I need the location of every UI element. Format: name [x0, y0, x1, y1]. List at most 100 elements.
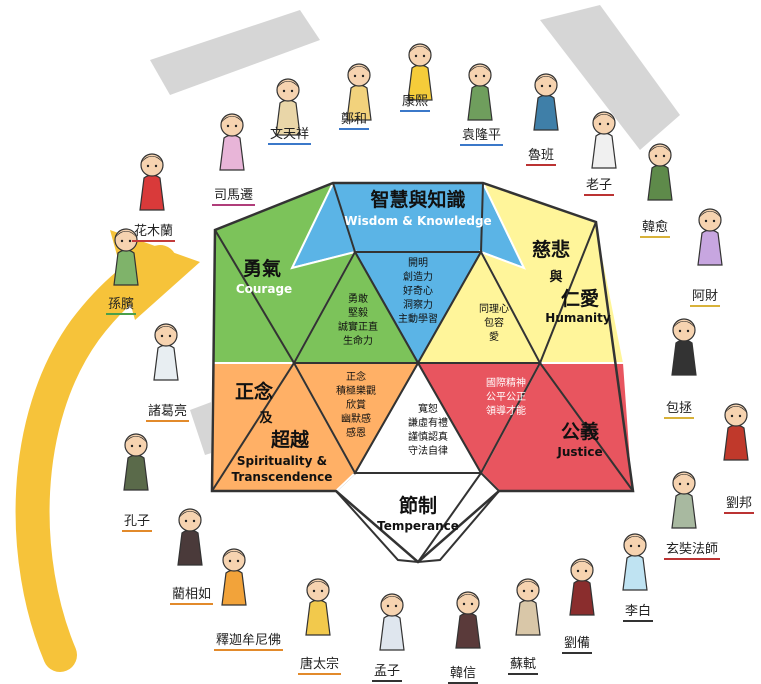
eye-shape	[470, 602, 474, 606]
spirituality-trait-5: 感恩	[346, 426, 366, 439]
head-shape	[534, 73, 558, 97]
robe-shape	[671, 339, 697, 376]
wisdom-trait-4: 洞察力	[403, 298, 433, 311]
eye-shape	[146, 164, 150, 168]
character-illustration-icon	[455, 591, 481, 649]
robe-shape	[533, 94, 559, 131]
humanity-title-en: Humanity	[545, 311, 611, 325]
eye-shape	[540, 84, 544, 88]
eye-shape	[128, 239, 132, 243]
courage-trait-4: 生命力	[343, 334, 373, 347]
figure-zhuge-liang: 諸葛亮	[146, 320, 196, 422]
character-illustration-icon	[346, 63, 372, 121]
eye-shape	[462, 602, 466, 606]
eye-shape	[678, 482, 682, 486]
head-shape	[347, 63, 371, 87]
hair-shape	[277, 81, 299, 88]
justice-trait-2: 公平公正	[486, 392, 526, 403]
humanity-trait-2: 包容	[484, 316, 504, 329]
temperance-trait-3: 謹慎認真	[408, 430, 448, 443]
eye-shape	[598, 122, 602, 126]
courage-title-en: Courage	[236, 282, 292, 296]
eye-shape	[226, 124, 230, 128]
head-shape	[672, 318, 696, 342]
hair-shape	[535, 76, 557, 83]
figure-confucius: 孔子	[116, 430, 162, 532]
character-illustration-icon	[139, 153, 165, 211]
head-shape	[516, 578, 540, 602]
eye-shape	[312, 589, 316, 593]
hair-shape	[221, 116, 243, 123]
figure-liu-bei: 劉備	[562, 555, 602, 665]
justice-trait-3: 領導才能	[486, 404, 526, 417]
character-illustration-icon	[533, 73, 559, 131]
robe-shape	[219, 134, 245, 171]
character-illustration-icon	[591, 111, 617, 169]
robe-shape	[153, 344, 179, 381]
figure-bao-zheng: 包拯	[664, 315, 708, 419]
figure-mencius: 孟子	[372, 590, 412, 682]
hair-shape	[381, 596, 403, 603]
head-shape	[380, 593, 404, 617]
robe-shape	[467, 84, 493, 121]
eye-shape	[662, 154, 666, 158]
temperance-trait-4: 守法自律	[408, 444, 448, 457]
eye-shape	[584, 569, 588, 573]
eye-shape	[530, 589, 534, 593]
spirituality-title-zh2: 及	[259, 411, 273, 426]
figure-name: 孔子	[122, 510, 153, 532]
eye-shape	[686, 329, 690, 333]
eye-shape	[386, 604, 390, 608]
eye-shape	[320, 589, 324, 593]
eye-shape	[606, 122, 610, 126]
robe-shape	[515, 599, 541, 636]
tape-strip-left	[150, 10, 320, 95]
figure-a-cai: 阿財	[690, 205, 730, 307]
hair-shape	[179, 511, 201, 518]
figure-name: 韓信	[448, 662, 479, 684]
wisdom-title-en: Wisdom & Knowledge	[344, 214, 491, 228]
eye-shape	[236, 559, 240, 563]
figure-name: 老子	[584, 174, 615, 196]
eye-shape	[192, 519, 196, 523]
head-shape	[648, 143, 672, 167]
figure-name: 司馬遷	[212, 184, 256, 206]
head-shape	[724, 403, 748, 427]
hair-shape	[155, 326, 177, 333]
character-illustration-icon	[113, 228, 139, 286]
figure-name: 藺相如	[170, 583, 214, 605]
temperance-trait-1: 寬恕	[418, 402, 438, 415]
figure-laozi: 老子	[584, 108, 624, 198]
temperance-title-en: Temperance	[377, 519, 459, 533]
head-shape	[178, 508, 202, 532]
wisdom-trait-5: 主動學習	[398, 312, 438, 325]
figure-kangxi: 康熙	[400, 40, 440, 130]
robe-shape	[455, 612, 481, 649]
character-illustration-icon	[221, 548, 247, 606]
head-shape	[592, 111, 616, 135]
eye-shape	[234, 124, 238, 128]
divider-line	[211, 362, 295, 492]
eye-shape	[482, 74, 486, 78]
character-illustration-icon	[723, 403, 749, 461]
character-illustration-icon	[177, 508, 203, 566]
courage-trait-3: 誠實正直	[338, 320, 378, 333]
figure-name: 魯班	[526, 144, 557, 166]
figure-name: 孫臏	[106, 293, 137, 315]
eye-shape	[576, 569, 580, 573]
figure-su-shi: 蘇軾	[508, 575, 548, 675]
hair-shape	[125, 436, 147, 443]
spirituality-title-en1: Spirituality &	[237, 454, 327, 468]
robe-shape	[647, 164, 673, 201]
character-illustration-icon	[647, 143, 673, 201]
head-shape	[468, 63, 492, 87]
wisdom-trait-1: 開明	[408, 257, 428, 269]
spirituality-trait-4: 幽默感	[341, 412, 371, 425]
figure-name: 李白	[623, 600, 654, 622]
figure-name: 釋迦牟尼佛	[214, 629, 284, 651]
robe-shape	[622, 554, 648, 591]
robe-shape	[113, 249, 139, 286]
robe-shape	[569, 579, 595, 616]
divider-line	[539, 221, 597, 364]
humanity-title-zh3: 仁愛	[561, 287, 599, 310]
